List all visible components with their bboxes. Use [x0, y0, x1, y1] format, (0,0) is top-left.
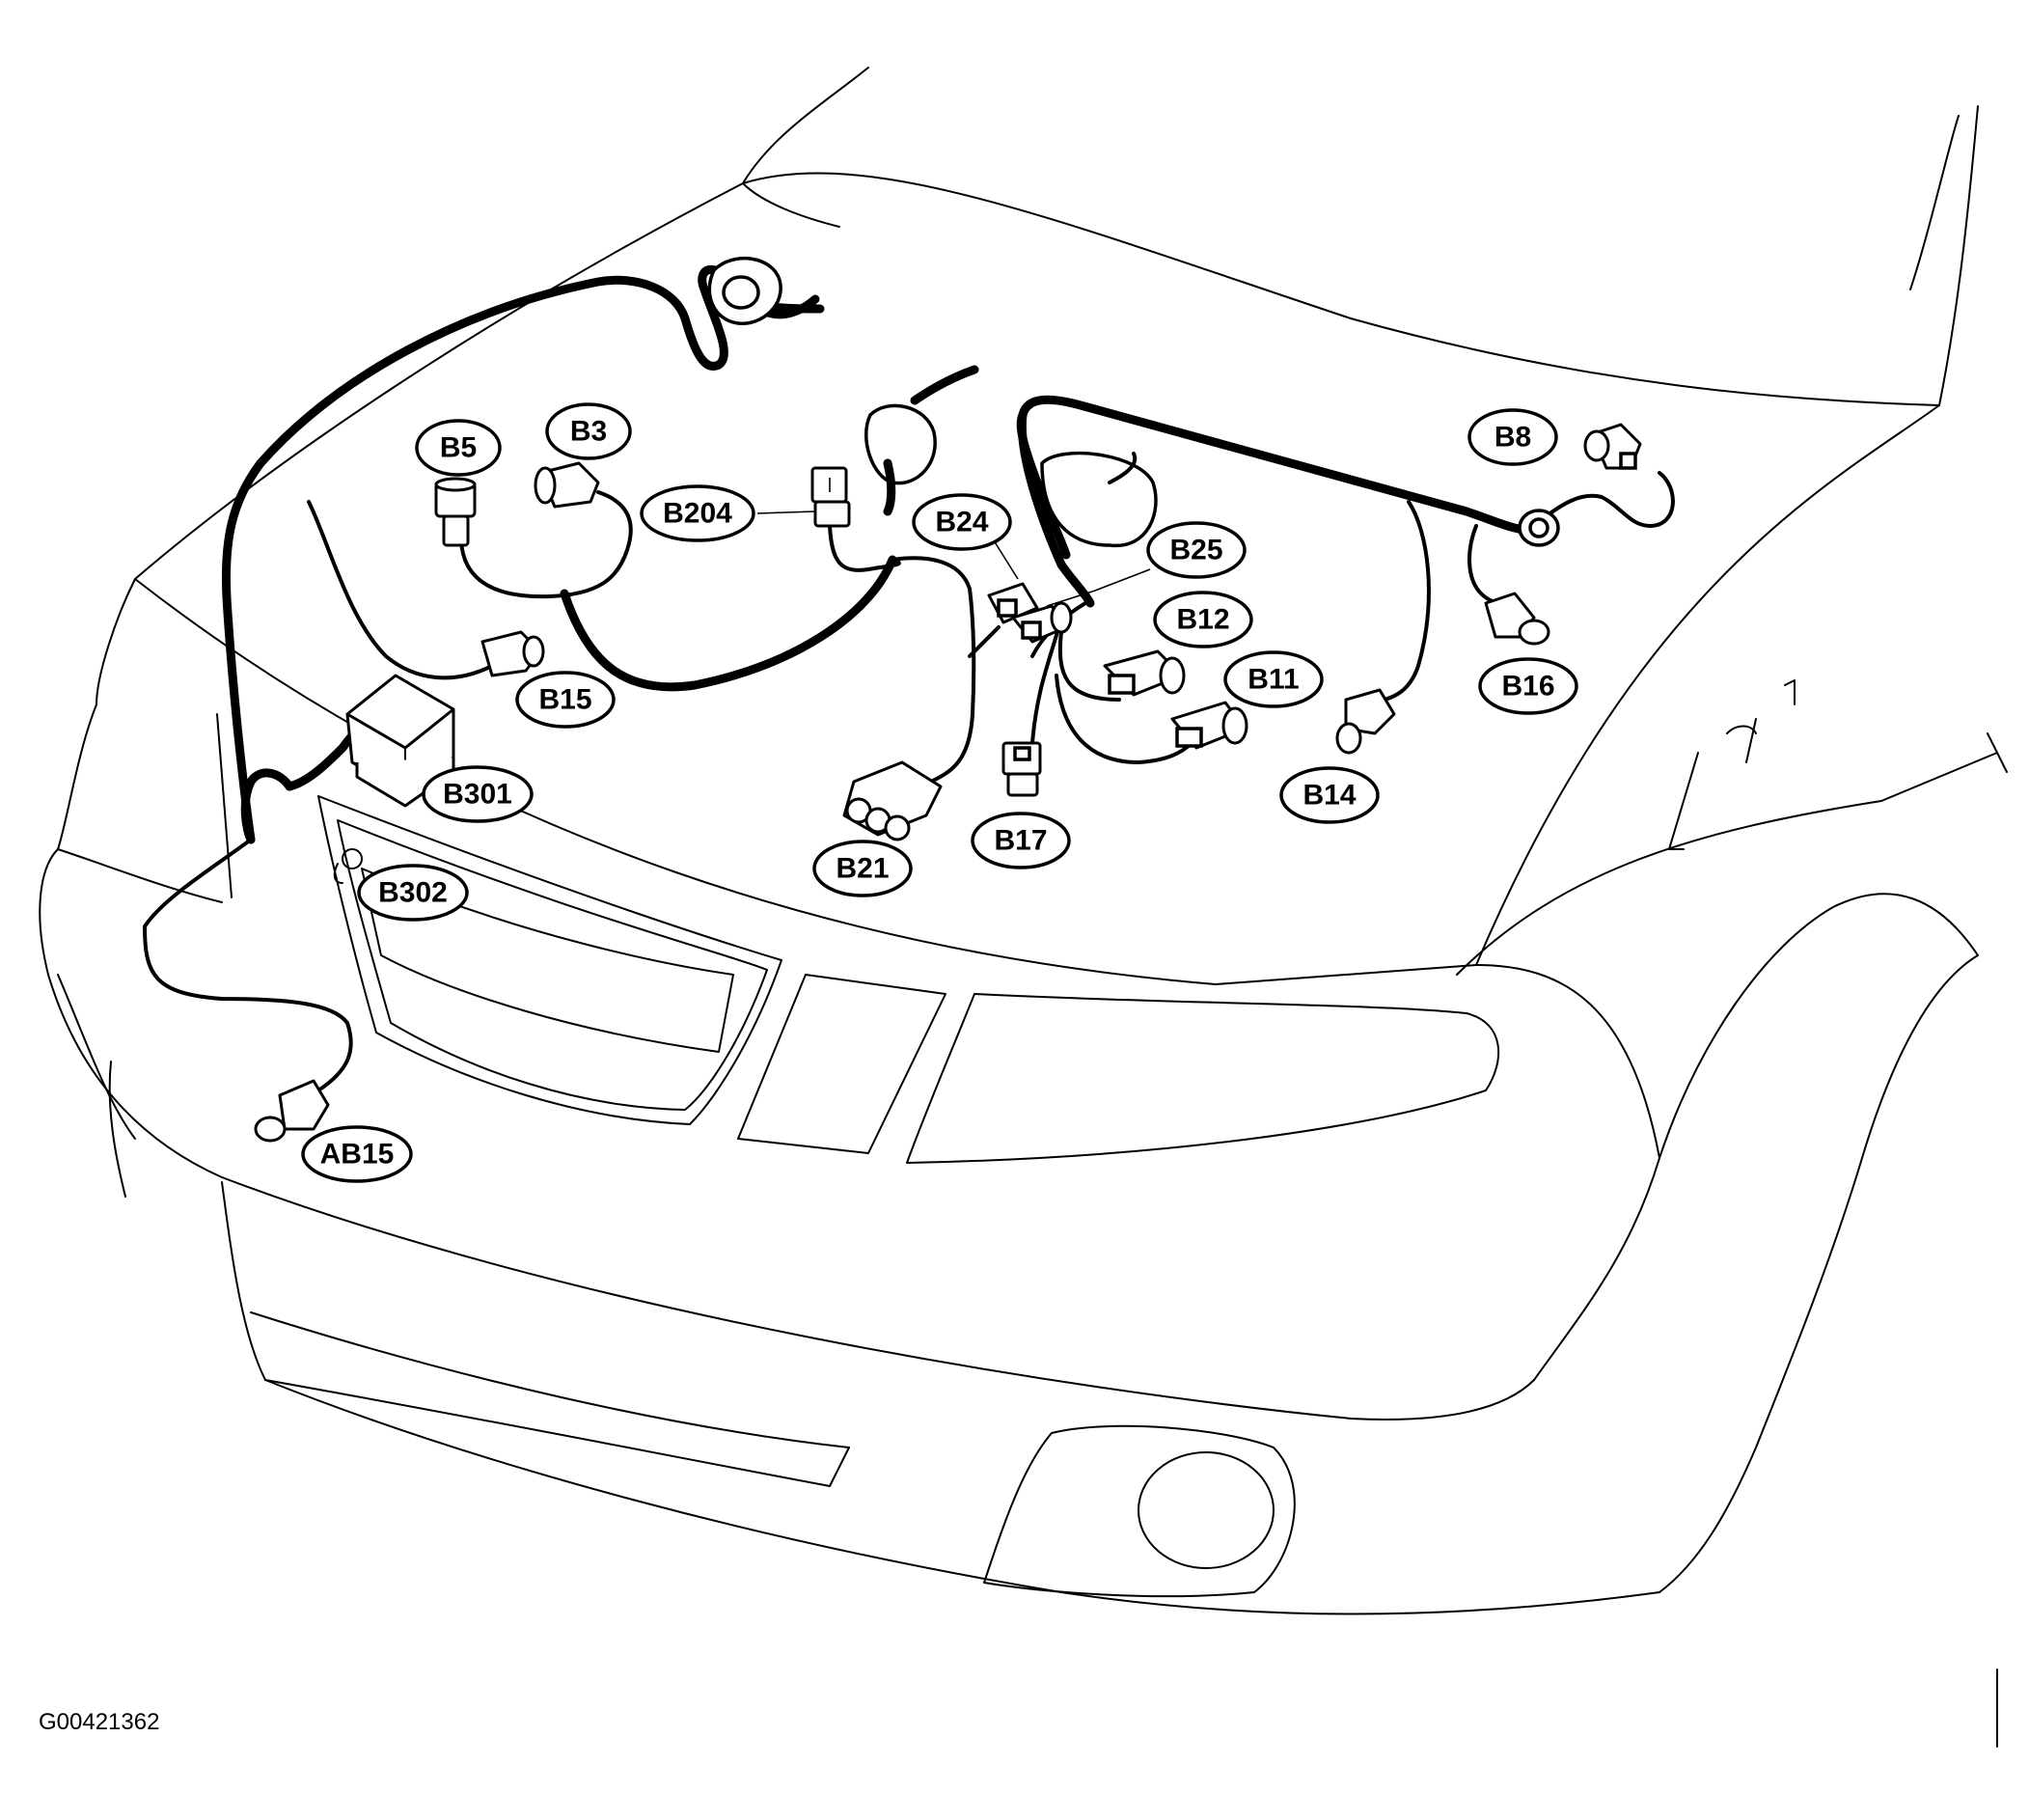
- b24-connector-body: [987, 582, 1073, 644]
- svg-text:B8: B8: [1494, 422, 1531, 454]
- svg-text:B5: B5: [440, 432, 477, 464]
- b14-connector-body: [1335, 688, 1396, 755]
- b11-connector-body: [1170, 701, 1248, 750]
- svg-text:B3: B3: [570, 416, 607, 448]
- svg-text:B12: B12: [1176, 604, 1229, 636]
- car-body-outline: [39, 67, 2008, 1748]
- b17-connector-body: [1001, 741, 1042, 797]
- label-b25: B25: [1146, 521, 1247, 579]
- label-b24: B24: [912, 493, 1012, 551]
- svg-text:B17: B17: [994, 825, 1047, 857]
- svg-text:B14: B14: [1302, 780, 1356, 812]
- connector-labels: B5 B3 B204 B24 B25 B12 B11 B8: [301, 402, 1578, 1183]
- label-b5: B5: [415, 419, 502, 477]
- svg-text:B15: B15: [538, 684, 591, 716]
- label-b302: B302: [357, 864, 469, 922]
- label-b8: B8: [1467, 408, 1558, 466]
- b3-connector-body: [534, 461, 600, 509]
- label-b11: B11: [1223, 650, 1324, 708]
- b302-connector-body: [333, 848, 363, 884]
- svg-text:B24: B24: [935, 507, 988, 538]
- label-b204: B204: [640, 484, 755, 542]
- b8-connector-body: [1583, 423, 1642, 470]
- label-b301: B301: [422, 765, 534, 823]
- label-b3: B3: [545, 402, 632, 460]
- label-b12: B12: [1153, 591, 1253, 648]
- label-b16: B16: [1478, 657, 1578, 715]
- branch-wires: [143, 471, 1675, 1092]
- svg-text:B204: B204: [663, 498, 732, 530]
- b21-connector-body: [842, 760, 943, 841]
- svg-text:B11: B11: [1248, 664, 1299, 696]
- b204-connector-body: [810, 466, 851, 528]
- connector-shapes: [254, 256, 1642, 1143]
- b15-connector-body: [480, 630, 545, 677]
- svg-text:B302: B302: [378, 877, 448, 909]
- b12-connector-body: [1103, 649, 1186, 697]
- label-b15: B15: [515, 671, 616, 729]
- main-harness: [221, 264, 1539, 844]
- b301-connector-body: [345, 674, 455, 808]
- b5-connector-body: [434, 477, 477, 547]
- svg-text:AB15: AB15: [320, 1139, 395, 1171]
- label-b14: B14: [1279, 766, 1380, 824]
- label-ab15: AB15: [301, 1125, 413, 1183]
- figure-id: G00421362: [39, 1709, 159, 1735]
- label-b17: B17: [971, 812, 1071, 869]
- b16-connector-body: [1484, 592, 1550, 646]
- svg-text:B21: B21: [836, 853, 889, 885]
- svg-text:B301: B301: [443, 779, 512, 811]
- svg-text:B16: B16: [1501, 671, 1554, 703]
- label-b21: B21: [812, 840, 913, 897]
- svg-text:B25: B25: [1169, 535, 1222, 566]
- ab15-connector-body: [254, 1079, 330, 1143]
